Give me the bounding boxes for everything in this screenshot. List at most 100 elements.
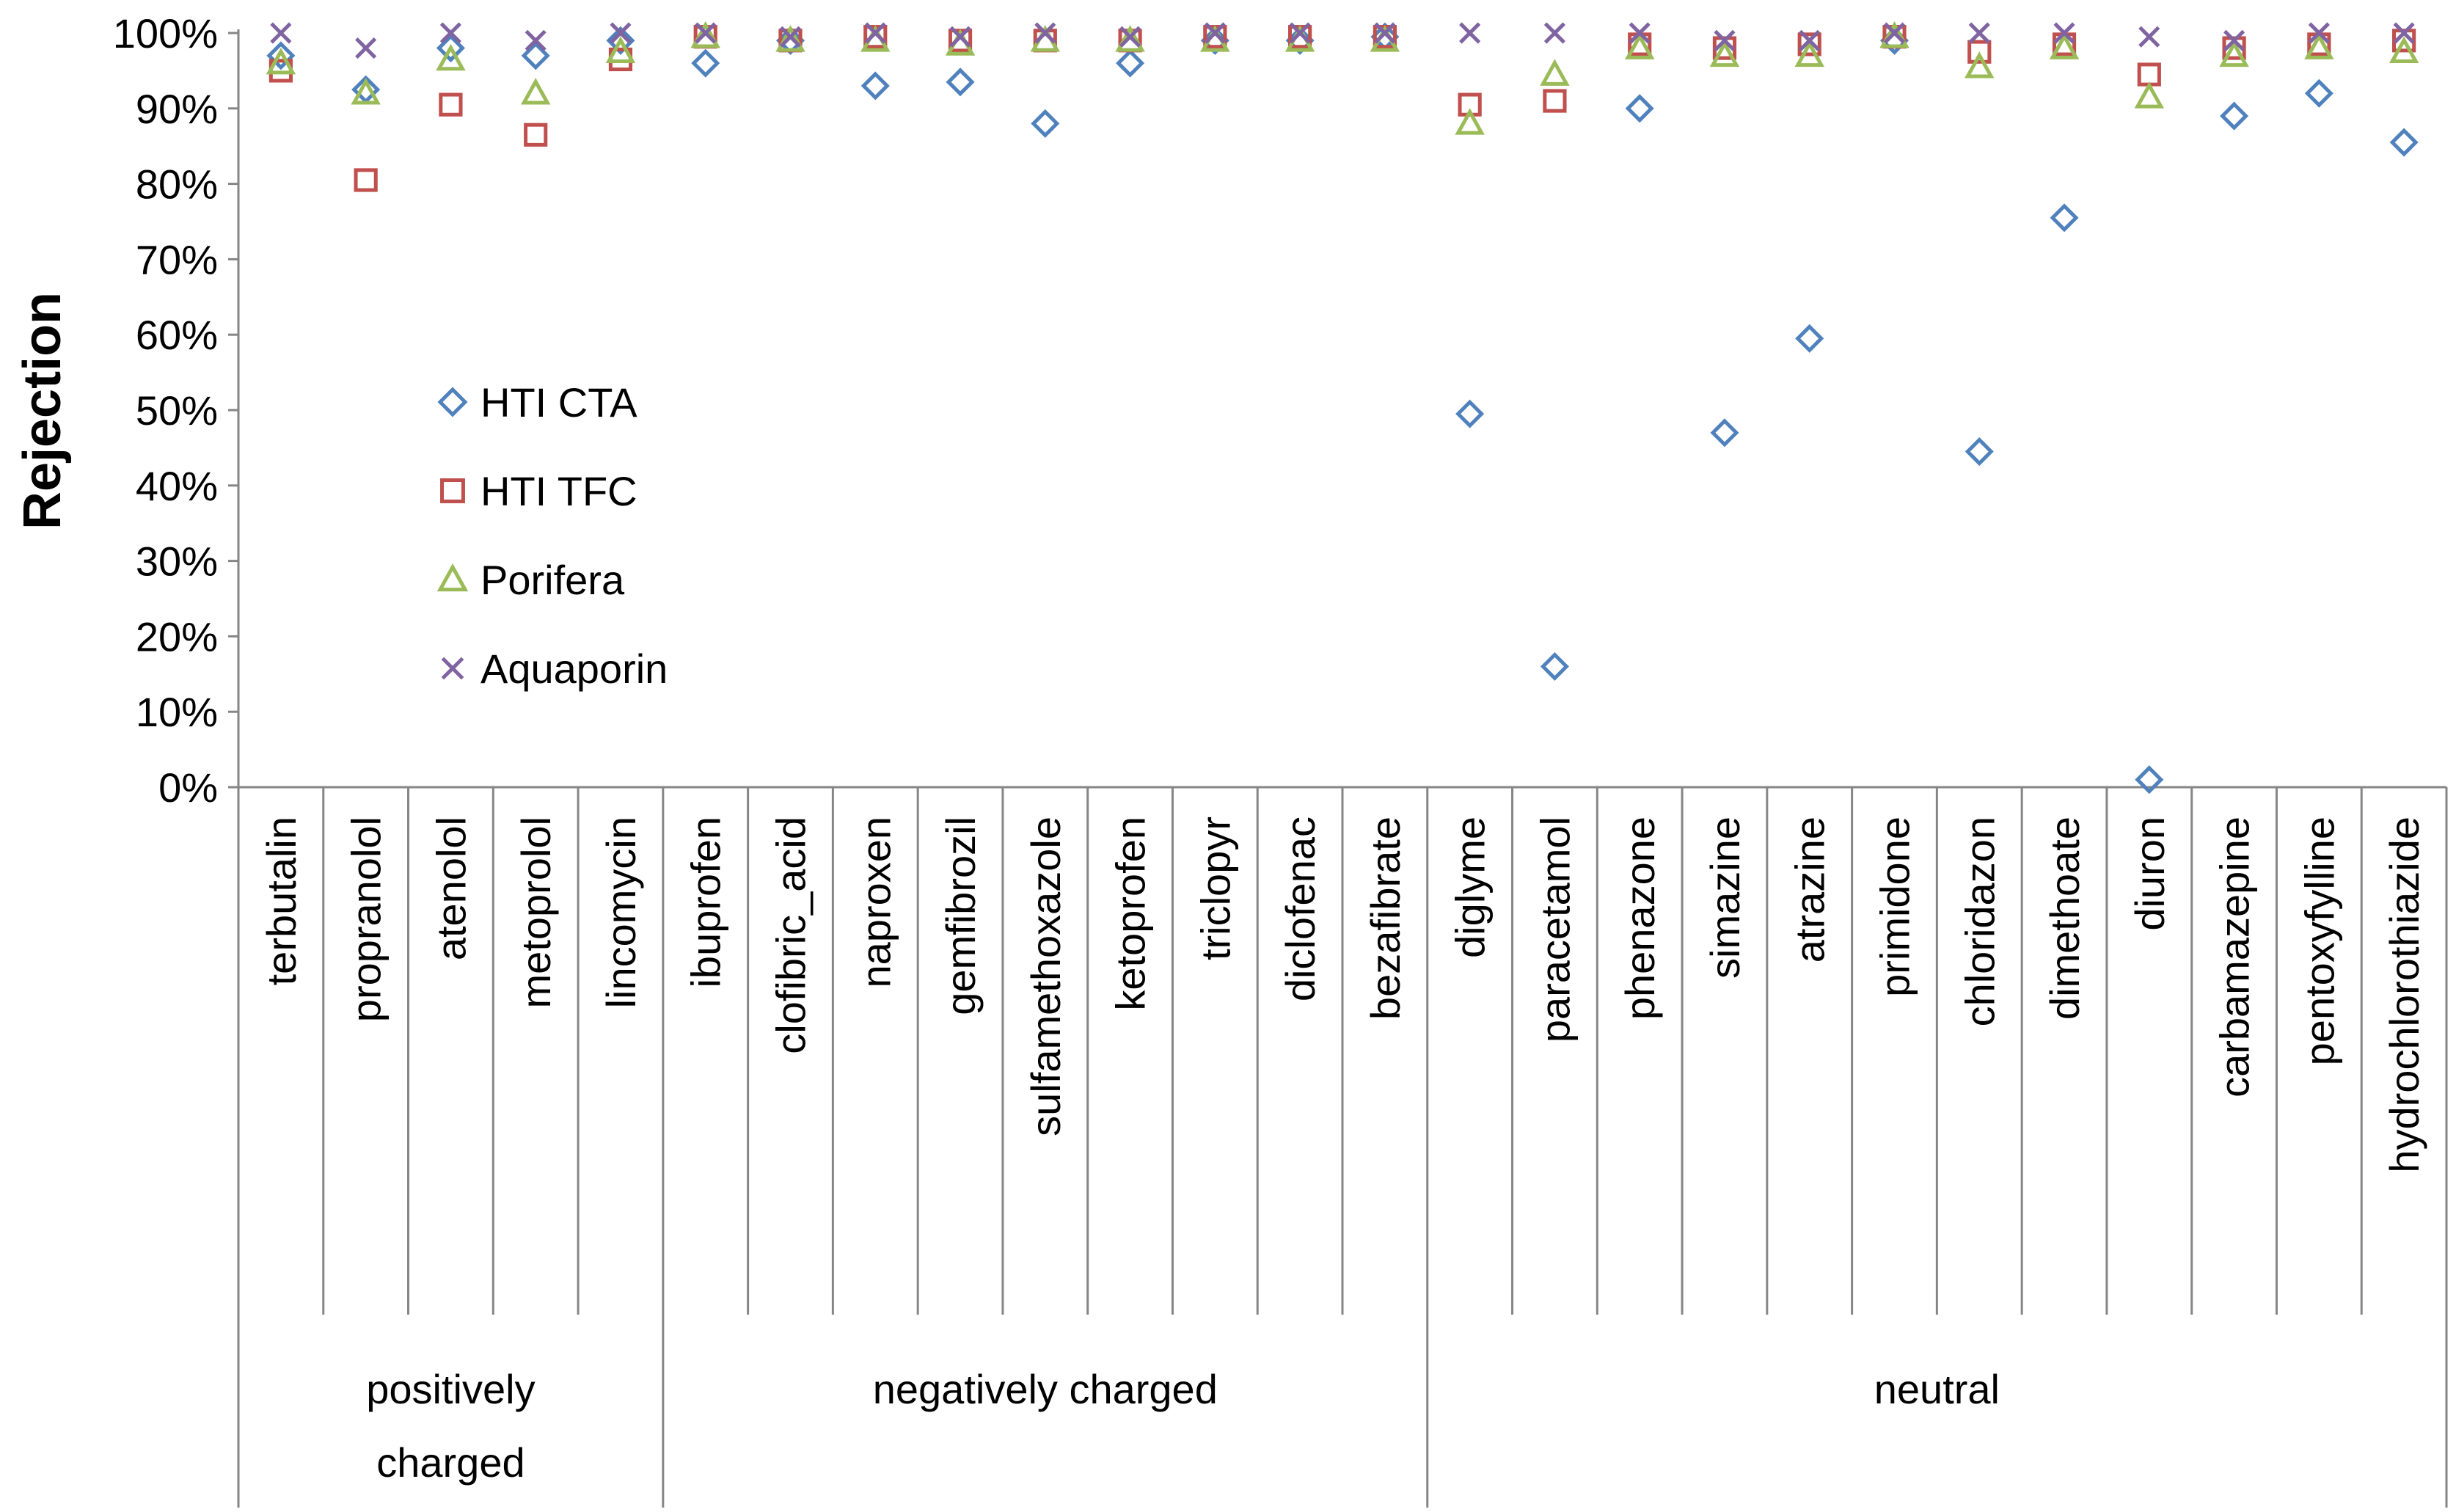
data-point	[270, 22, 292, 44]
data-point	[1967, 40, 1992, 64]
y-tick-label: 100%	[113, 10, 218, 56]
data-point	[2138, 26, 2160, 48]
data-point	[1714, 29, 1736, 51]
data-point	[2389, 36, 2419, 63]
x-marker-stroke	[441, 657, 464, 680]
y-tick-label: 50%	[136, 387, 218, 434]
series-hti-tfc	[268, 25, 2416, 192]
x-marker-stroke	[864, 22, 886, 44]
x-marker-stroke	[1883, 22, 1906, 44]
y-tick-label: 60%	[136, 312, 218, 358]
legend-marker	[437, 387, 468, 417]
x-marker-stroke	[2053, 22, 2075, 44]
data-point	[1455, 399, 1485, 428]
y-tick-label: 20%	[136, 613, 218, 660]
x-marker-stroke	[525, 29, 547, 51]
y-tick-label: 30%	[136, 538, 218, 585]
x-marker-stroke	[1289, 22, 1311, 44]
legend-label: Aquaporin	[480, 646, 668, 692]
x-marker-stroke	[1119, 26, 1141, 48]
x-marker-stroke	[610, 22, 632, 44]
data-point	[266, 47, 296, 75]
category-label: triclopyr	[1192, 817, 1238, 960]
category-label: sulfamethoxazole	[1023, 817, 1069, 1136]
data-point	[2219, 40, 2249, 67]
category-label: paracetamol	[1532, 817, 1578, 1042]
data-point	[1200, 26, 1229, 55]
category-label: terbutalin	[258, 817, 304, 985]
data-point	[2389, 128, 2419, 157]
data-point	[1795, 324, 1824, 353]
series-hti-cta	[266, 22, 2419, 795]
axes	[237, 29, 2448, 1508]
x-marker-stroke	[1374, 22, 1396, 44]
x-marker-stroke	[439, 22, 461, 44]
data-point	[1289, 22, 1311, 44]
data-point	[610, 22, 632, 44]
group-label: negatively charged	[873, 1366, 1218, 1412]
data-point	[1624, 32, 1655, 59]
x-marker-stroke	[2308, 22, 2330, 44]
data-point	[606, 26, 635, 55]
legend-label: HTI TFC	[480, 468, 637, 514]
category-label: clofibric_acid	[768, 817, 814, 1054]
x-marker-stroke	[695, 22, 717, 44]
data-point	[1883, 22, 1906, 44]
x-marker-stroke	[949, 26, 971, 48]
category-label: ketoprofen	[1108, 817, 1154, 1011]
category-label: pentoxyfylline	[2296, 817, 2342, 1065]
data-point	[1794, 40, 1824, 67]
category-label: diuron	[2127, 817, 2173, 931]
legend-marker	[440, 478, 465, 503]
data-point	[525, 29, 547, 51]
y-tick-label: 70%	[136, 236, 218, 282]
category-label: metoprolol	[513, 817, 559, 1008]
y-axis-ticks: 0%10%20%30%40%50%60%70%80%90%100%	[113, 10, 238, 811]
data-point	[355, 37, 377, 59]
data-point	[1965, 437, 1994, 467]
x-marker-stroke	[1034, 22, 1056, 44]
legend-label: Porifera	[480, 557, 625, 603]
data-point	[1374, 22, 1396, 44]
x-marker-stroke	[2138, 26, 2160, 48]
data-point	[2308, 22, 2330, 44]
category-label: naproxen	[852, 817, 899, 988]
data-point	[1031, 109, 1060, 138]
data-point	[439, 92, 463, 117]
x-marker-stroke	[779, 26, 802, 48]
data-point	[2135, 765, 2164, 795]
category-label: diglyme	[1447, 817, 1494, 958]
data-point	[946, 67, 975, 97]
group-label: charged	[376, 1439, 525, 1486]
legend-label: HTI CTA	[480, 379, 637, 426]
data-point	[860, 71, 890, 101]
category-label: lincomycin	[598, 817, 644, 1008]
category-label: dimethoate	[2042, 817, 2088, 1020]
data-point	[2304, 32, 2334, 59]
data-point	[521, 41, 550, 70]
data-point	[1710, 418, 1739, 448]
y-tick-label: 90%	[136, 86, 218, 132]
data-point	[1285, 26, 1315, 55]
data-point	[605, 36, 636, 63]
data-point	[2137, 62, 2161, 87]
category-label: gemfibrozil	[938, 817, 984, 1015]
x-marker-stroke	[1714, 29, 1736, 51]
data-point	[691, 48, 720, 78]
data-point	[695, 22, 717, 44]
x-marker-stroke	[1968, 22, 1990, 44]
series-aquaporin	[270, 22, 2415, 59]
data-point	[436, 43, 466, 71]
data-point	[1540, 59, 1570, 86]
x-marker-stroke	[1543, 22, 1565, 44]
data-point	[1459, 22, 1481, 44]
data-point	[351, 78, 381, 105]
data-point	[266, 41, 296, 70]
data-point	[1119, 26, 1141, 48]
category-label: atenolol	[428, 817, 474, 960]
category-label: diclofenac	[1277, 817, 1323, 1001]
data-point	[1540, 651, 1569, 682]
data-point	[2393, 22, 2415, 44]
